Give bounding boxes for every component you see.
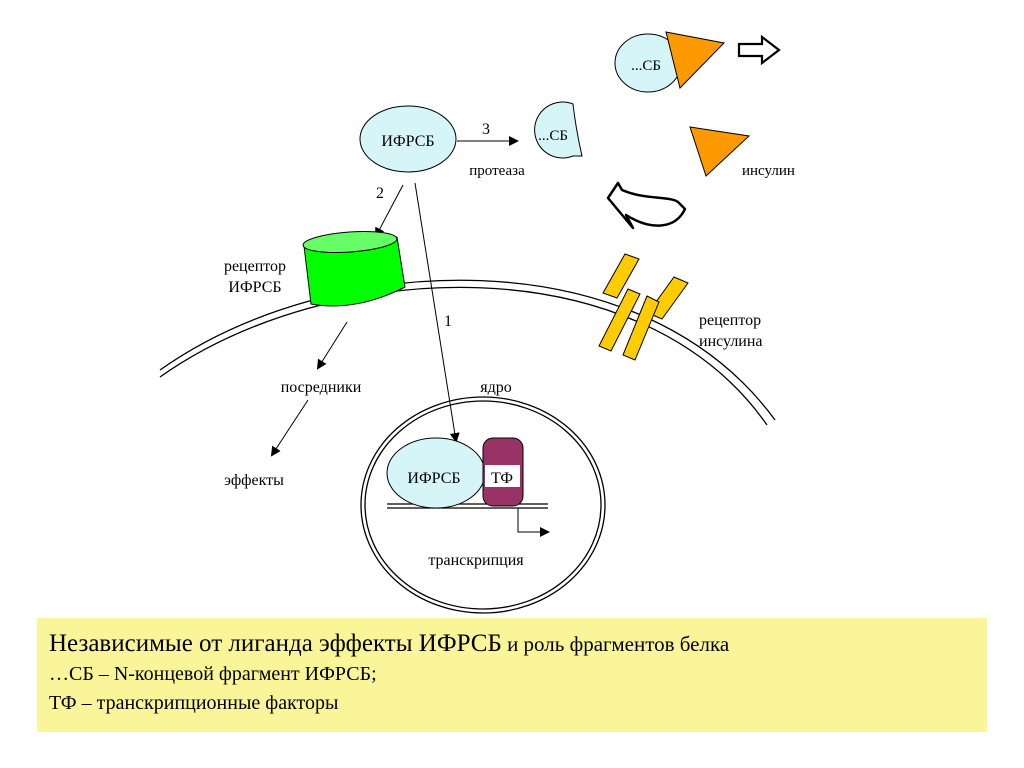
- caption-title: Независимые от лиганда эффекты ИФРСБ и р…: [49, 628, 975, 660]
- caption-line-sb: …СБ – N-концевой фрагмент ИФРСБ;: [49, 663, 377, 685]
- caption-box: Независимые от лиганда эффекты ИФРСБ и р…: [37, 618, 987, 732]
- insulin-receptor: [598, 253, 689, 361]
- protease-label: протеаза: [469, 163, 525, 179]
- step-3-label: 3: [482, 121, 490, 138]
- ifrsb-protein-nucleus: ИФРСБ: [386, 437, 486, 509]
- arrow-to-mediators: [316, 321, 348, 370]
- curved-hollow-arrow-icon: [606, 181, 687, 230]
- caption-title-small: и роль фрагментов белка: [501, 632, 730, 656]
- ifrsb-nucleus-label: ИФРСБ: [407, 470, 460, 487]
- transcription-label: транскрипция: [428, 552, 524, 569]
- sb-top-right-label: ...СБ: [631, 58, 661, 74]
- dna: [387, 503, 548, 509]
- ifrsb-top-label: ИФРСБ: [381, 133, 434, 150]
- caption-title-large: Независимые от лиганда эффекты ИФРСБ: [49, 630, 502, 657]
- sb-insulin-complex: ...СБ: [614, 31, 726, 93]
- sb-fragment: ...СБ: [534, 101, 583, 159]
- nucleus: [360, 396, 606, 614]
- ifrsb-protein-top: ИФРСБ: [359, 105, 457, 173]
- transcription-arrow: [517, 508, 550, 537]
- caption-line-tf: ТФ – транскрипционные факторы: [49, 692, 339, 714]
- effects-label: эффекты: [224, 472, 284, 489]
- mediators-label: посредники: [281, 379, 362, 396]
- tf-label: ТФ: [491, 470, 513, 487]
- insulin-label: инсулин: [742, 163, 795, 179]
- step-2-label: 2: [376, 185, 384, 202]
- hollow-right-arrow-icon: [737, 34, 781, 66]
- step-1-label: 1: [444, 313, 452, 330]
- ifrsb-receptor: [302, 230, 406, 307]
- transcription-factor: ТФ: [482, 437, 524, 507]
- arrow-1: [414, 182, 460, 443]
- nucleus-label: ядро: [480, 379, 512, 396]
- arrow-2: [375, 184, 404, 238]
- receptor-insulin-label-line2: инсулина: [699, 333, 763, 350]
- receptor-ifrsb-label-line2: ИФРСБ: [228, 279, 281, 296]
- arrow-to-effects: [270, 399, 309, 457]
- insulin-triangle: [689, 126, 751, 177]
- sb-middle-label: ...СБ: [538, 128, 568, 144]
- cell-membrane: [159, 279, 776, 426]
- receptor-ifrsb-label-line1: рецептор: [224, 258, 286, 275]
- receptor-insulin-label-line1: рецептор: [699, 312, 761, 329]
